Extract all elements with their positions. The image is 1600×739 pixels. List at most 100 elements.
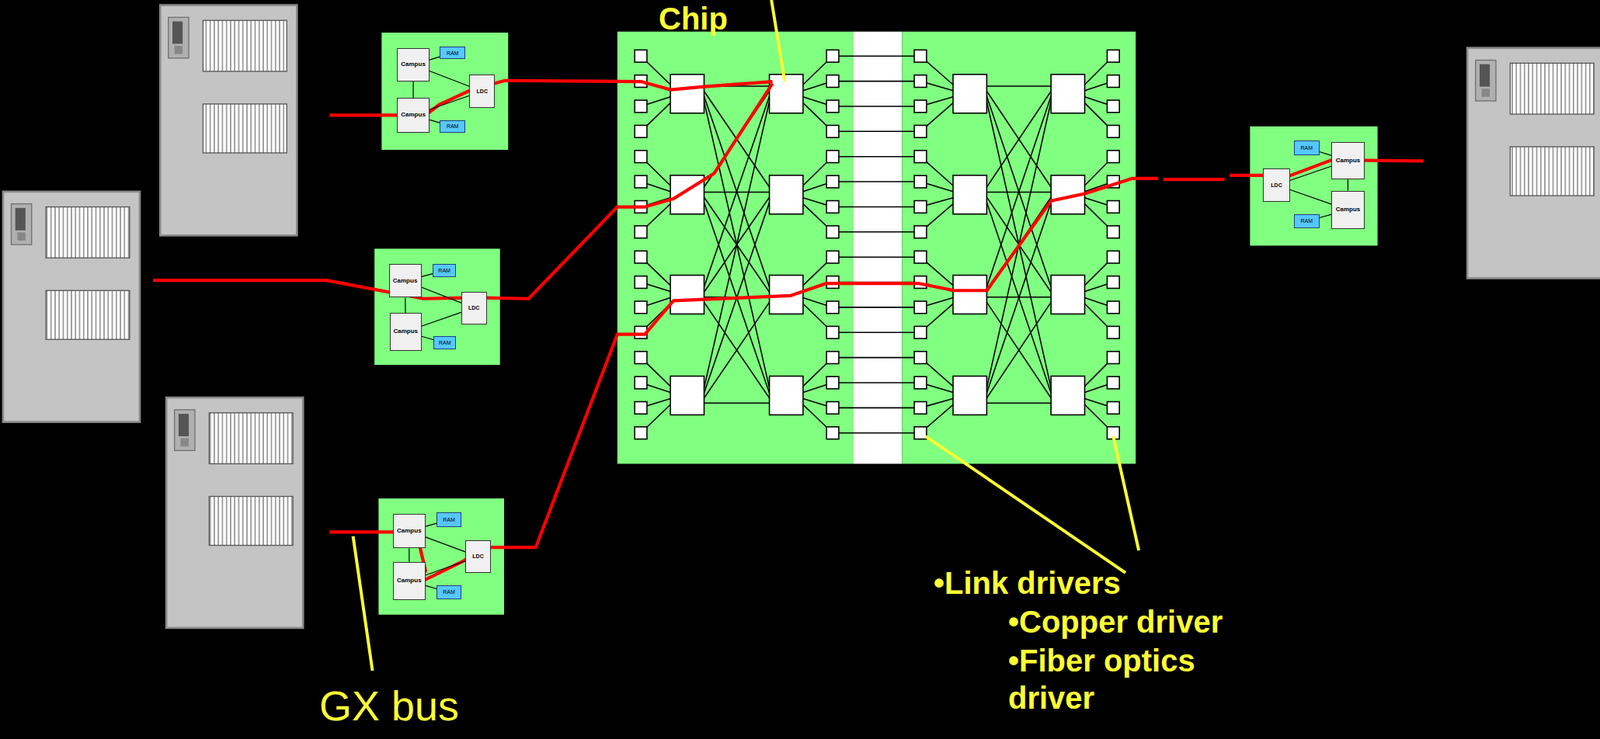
link-driver-port (914, 226, 927, 239)
link-driver-port (914, 351, 927, 365)
link-driver-port (914, 401, 927, 414)
link-driver-port (826, 351, 839, 365)
switch-box (670, 376, 704, 416)
link-driver-port (914, 376, 927, 390)
ram-chip: RAM (1293, 214, 1320, 229)
link-driver-port (1106, 276, 1120, 289)
link-driver-port (914, 427, 927, 440)
link-driver-port (634, 226, 647, 239)
callout-label: •Fiber optics driver (1008, 642, 1257, 717)
switch-panel (617, 31, 853, 465)
link-driver-port (634, 49, 647, 63)
link-driver-port (1106, 351, 1120, 365)
link-driver-port (634, 401, 647, 414)
server-cabinet (160, 5, 297, 237)
server-cabinet (1467, 48, 1600, 279)
chip-label: Campus (393, 278, 418, 285)
switch-box (953, 175, 987, 215)
link-chip: LDC (465, 540, 491, 574)
board-wire (429, 95, 470, 110)
ram-chip: RAM (436, 512, 462, 527)
link-driver-port (826, 125, 839, 138)
link-driver-port (1106, 125, 1120, 138)
link-driver-port (826, 376, 839, 390)
processor-chip: Campus (396, 48, 430, 82)
chip-label: Campus (1335, 157, 1361, 164)
ram-chip: RAM (436, 585, 462, 600)
link-driver-port (826, 175, 839, 188)
link-driver-port (914, 100, 927, 113)
chip-label: Campus (393, 328, 418, 335)
board (1249, 126, 1378, 247)
bus-label: GX bus (319, 681, 460, 732)
chip-label: LDC (472, 553, 484, 560)
link-chip: LDC (461, 292, 487, 325)
link-driver-port (634, 175, 647, 188)
chip-label: LDC (476, 88, 488, 94)
link-driver-port (634, 150, 647, 164)
link-driver-port (914, 175, 927, 188)
chip-label: Campus (1335, 206, 1361, 213)
link-driver-port (1106, 250, 1120, 264)
link-driver-port (826, 301, 839, 314)
link-driver-port (914, 49, 927, 63)
chip-label: Campus (396, 528, 422, 535)
link-driver-port (914, 250, 927, 264)
link-driver-port (914, 326, 927, 339)
board-wire (421, 336, 435, 341)
leader-line (353, 0, 1140, 672)
cable-gap (852, 31, 902, 465)
switch-box (769, 376, 804, 416)
chip-label: LDC (1270, 182, 1282, 188)
switch-box (1050, 376, 1085, 416)
server-cabinet (166, 397, 303, 629)
link-driver-port (634, 427, 647, 440)
processor-chip: Campus (389, 313, 422, 352)
link-driver-port (1106, 201, 1120, 214)
link-driver-port (826, 226, 839, 239)
link-driver-port (914, 201, 927, 214)
link-driver-port (914, 125, 927, 138)
ram-chip: RAM (432, 264, 456, 278)
switch-box (769, 74, 804, 114)
chip-label: Campus (400, 111, 426, 119)
switch-box (1050, 74, 1085, 114)
chip-label: RAM (446, 123, 460, 129)
processor-chip: Campus (393, 562, 426, 602)
chip-label: RAM (1300, 218, 1314, 224)
link-driver-port (1106, 326, 1120, 339)
ram-chip: RAM (1293, 140, 1320, 155)
chip-label: RAM (442, 589, 456, 595)
board-wire (425, 537, 466, 553)
link-driver-port (826, 49, 839, 63)
processor-chip: Campus (1331, 142, 1364, 181)
switch-wiring (640, 55, 1114, 434)
link-driver-port (1106, 49, 1120, 63)
link-driver-port (1106, 226, 1120, 239)
board-wire (1347, 179, 1349, 191)
switch-box (769, 175, 804, 215)
board-wire (412, 81, 414, 98)
link-driver-port (826, 201, 839, 214)
callout-label: •Link drivers (933, 564, 1121, 602)
link-driver-port (826, 326, 839, 339)
ram-chip: RAM (433, 336, 456, 350)
link-driver-port (634, 351, 647, 365)
link-driver-port (634, 250, 647, 264)
data-path (153, 80, 1424, 584)
chip-label: RAM (438, 267, 451, 274)
link-driver-port (1106, 301, 1120, 314)
callout-label: •Copper driver (1008, 603, 1223, 641)
board-wire (429, 56, 440, 60)
link-driver-port (826, 75, 839, 88)
link-driver-port (634, 100, 647, 113)
switch-box (1050, 275, 1085, 315)
processor-chip: Campus (1331, 191, 1364, 230)
ram-chip: RAM (439, 46, 466, 60)
link-driver-port (826, 401, 839, 414)
link-chip: LDC (1262, 168, 1290, 202)
link-driver-port (914, 301, 927, 314)
processor-chip: Campus (389, 264, 422, 298)
link-driver-port (1106, 150, 1120, 164)
